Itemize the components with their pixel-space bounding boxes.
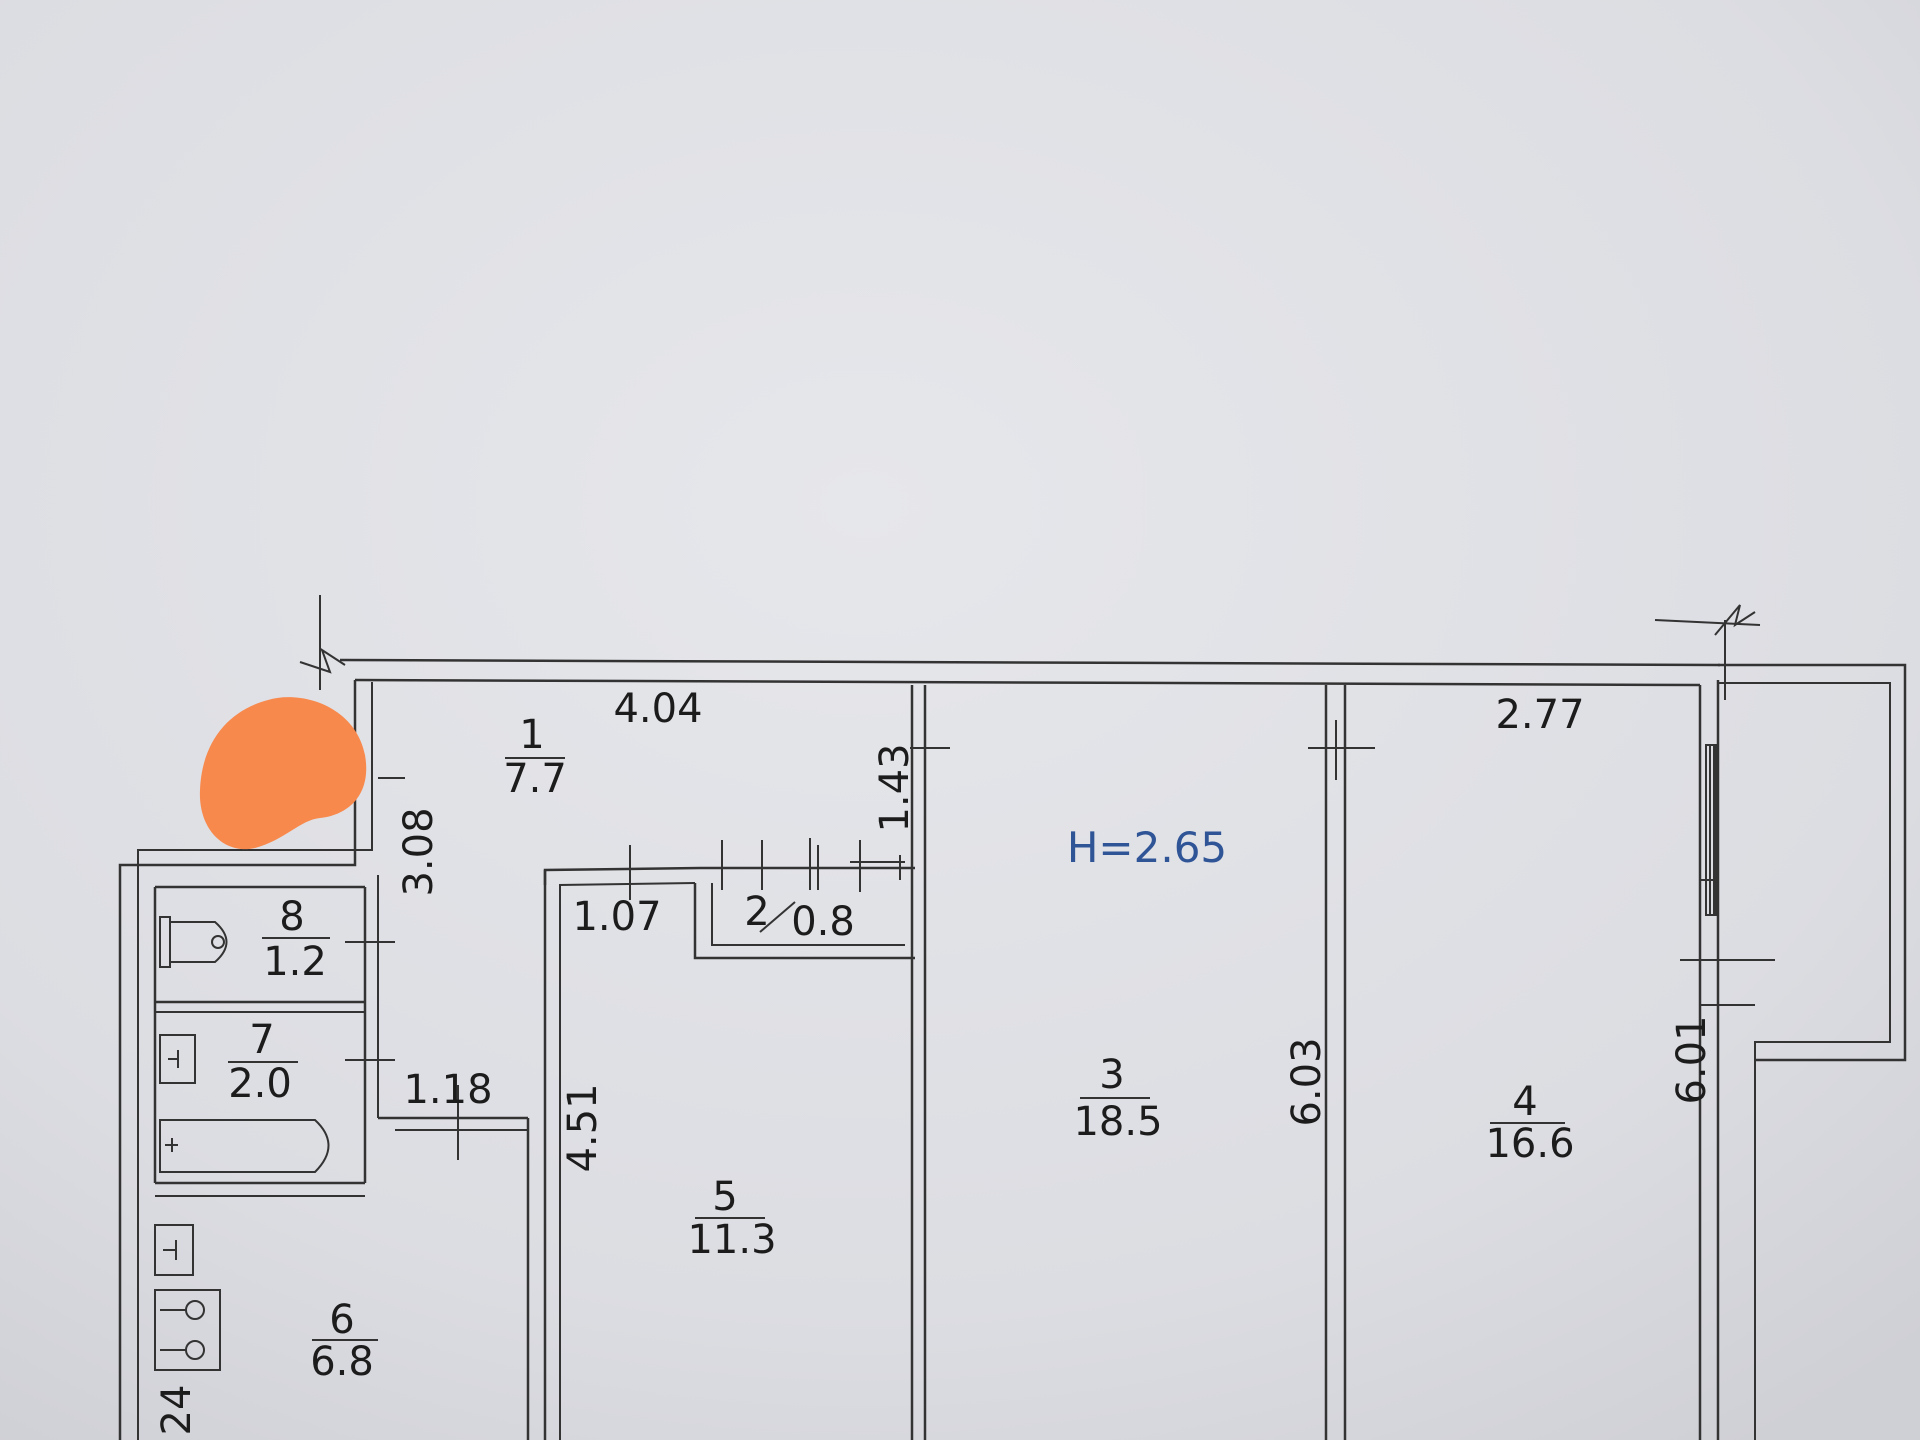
room-label-2: 2 0.8 — [744, 889, 855, 945]
walls — [118, 595, 1907, 1440]
dim-room3-depth: 6.03 — [1284, 1037, 1330, 1126]
room-label-8: 8 1.2 — [262, 894, 330, 985]
room-label-3: 3 18.5 — [1073, 1052, 1162, 1145]
dim-room4-depth: 6.01 — [1669, 1015, 1715, 1104]
dimension-ticks — [345, 720, 1375, 1160]
fixtures — [154, 916, 330, 1371]
svg-text:0.8: 0.8 — [791, 899, 855, 945]
ceiling-height-label: H=2.65 — [1067, 823, 1227, 872]
dim-closet-width: 1.07 — [572, 894, 661, 940]
room-label-7: 7 2.0 — [228, 1017, 298, 1107]
svg-text:3: 3 — [1099, 1052, 1124, 1098]
dim-room4-width: 2.77 — [1495, 692, 1584, 738]
svg-text:1.2: 1.2 — [263, 939, 327, 985]
orange-marker — [199, 697, 367, 850]
svg-text:7: 7 — [249, 1017, 274, 1063]
room-label-5: 5 11.3 — [687, 1174, 776, 1263]
bathtub-icon — [159, 1119, 330, 1173]
room-label-6: 6 6.8 — [310, 1297, 378, 1385]
room-label-4: 4 16.6 — [1485, 1079, 1574, 1167]
dim-room5-depth: 4.51 — [560, 1083, 606, 1172]
kitchen-sink-icon — [154, 1224, 194, 1276]
svg-text:11.3: 11.3 — [687, 1217, 776, 1263]
room-label-1: 1 7.7 — [503, 712, 567, 802]
svg-text:6.8: 6.8 — [310, 1339, 374, 1385]
svg-text:4: 4 — [1512, 1079, 1537, 1125]
dim-hall-width: 4.04 — [613, 686, 702, 732]
svg-text:16.6: 16.6 — [1485, 1121, 1574, 1167]
svg-text:18.5: 18.5 — [1073, 1099, 1162, 1145]
dim-hall-depth: 3.08 — [396, 807, 442, 896]
svg-text:7.7: 7.7 — [503, 756, 567, 802]
svg-text:5: 5 — [712, 1174, 737, 1220]
dim-corridor-width: 1.18 — [403, 1067, 492, 1113]
svg-text:8: 8 — [279, 894, 304, 940]
toilet-icon — [159, 916, 228, 968]
svg-text:1: 1 — [519, 712, 544, 758]
svg-text:2.0: 2.0 — [228, 1061, 292, 1107]
stove-icon — [154, 1289, 221, 1371]
dim-closet-depth: 1.43 — [872, 743, 918, 832]
dim-kitchen-partial: 24 — [154, 1385, 200, 1436]
bathroom-sink-icon — [159, 1034, 196, 1084]
svg-text:6: 6 — [329, 1297, 354, 1343]
